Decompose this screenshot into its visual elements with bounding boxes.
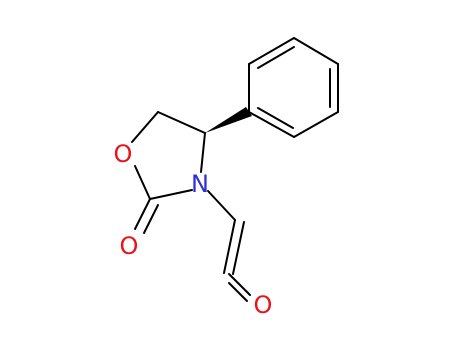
bond-ring-o-ch2 [131, 111, 159, 143]
phenyl-inner-3 [257, 107, 294, 129]
phenyl-bond-6 [248, 111, 295, 138]
atom-ring-o: O [114, 140, 133, 168]
bond-n-vinyl [207, 190, 236, 221]
wedge-bond-c4-phenyl [205, 107, 252, 133]
bond-ch-aldehyde-o-2 [228, 282, 248, 302]
atom-carbonyl-o: O [120, 232, 139, 260]
bond-c4-n [200, 132, 206, 173]
phenyl-inner-1 [257, 46, 295, 69]
phenyl-bond-2 [248, 37, 295, 65]
atom-aldehyde-o: O [254, 291, 273, 319]
bond-ch-aldehyde-o-1 [228, 273, 251, 296]
bond-c2-carbonyl-o-2 [143, 204, 159, 234]
bond-vinyl-double-1 [223, 219, 236, 274]
bond-n-c2 [149, 189, 193, 200]
bond-c2-ring-o [134, 165, 151, 200]
bond-vinyl-double-2 [232, 221, 245, 275]
bond-ch2-c4 [157, 111, 206, 134]
bond-c2-carbonyl-o-1 [134, 198, 151, 230]
atom-ring-n: N [191, 170, 209, 198]
phenyl-bond-5 [293, 111, 339, 138]
phenyl-bond-3 [293, 37, 339, 65]
